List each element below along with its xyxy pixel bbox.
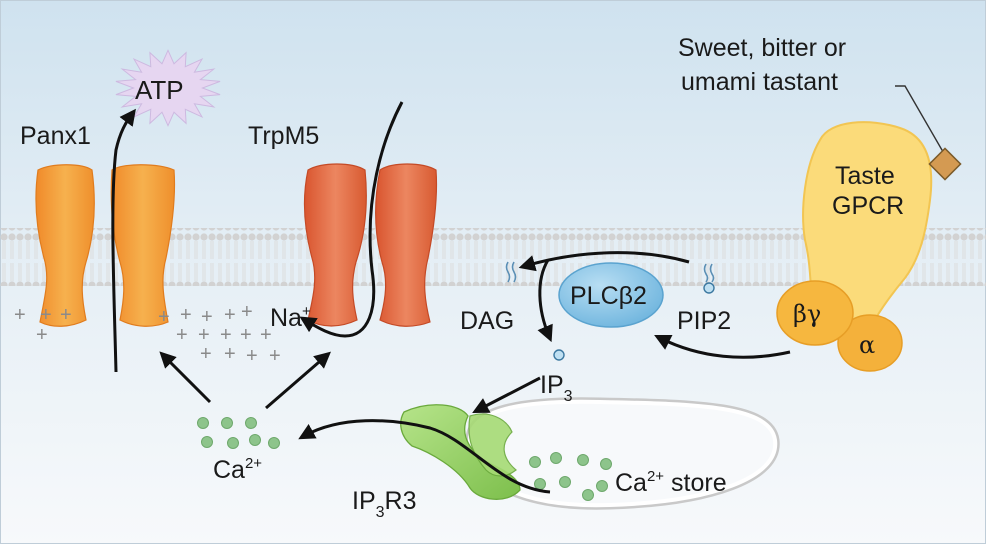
plus-sign: + (269, 345, 281, 367)
stored-calcium-ion (534, 478, 546, 490)
stored-calcium-ion (600, 458, 612, 470)
cytosolic-calcium-dots (197, 417, 280, 449)
alpha-label: α (859, 331, 875, 359)
panx1-label: Panx1 (20, 122, 91, 150)
plus-sign: + (224, 304, 236, 326)
na-label: Na+ (270, 303, 311, 332)
stored-calcium-ion (559, 476, 571, 488)
dag-lipid-icon (505, 261, 517, 283)
trpm5-channel: TrpM5 (248, 122, 438, 327)
ca-to-panx1-arrow (159, 351, 212, 404)
gpcr-label: GPCR (832, 192, 904, 220)
plus-sign: + (60, 304, 72, 326)
ip3r3-label: IP3R3 (352, 487, 417, 521)
plus-sign: + (36, 324, 48, 346)
plus-sign: + (240, 324, 252, 346)
plus-sign: + (40, 304, 52, 326)
signaling-arrows (111, 101, 791, 494)
alpha-subunit (837, 314, 903, 372)
atp-release-arrow (111, 108, 136, 373)
pip2-lipid-icon (703, 263, 715, 294)
calcium-ion (268, 437, 280, 449)
calcium-ion (221, 417, 233, 429)
calcium-ion (227, 437, 239, 449)
ca-store-label: Ca2+ store (615, 468, 727, 497)
plus-sign: + (241, 301, 253, 323)
ip3-to-ip3r3-arrow (472, 376, 541, 414)
plus-sign: + (176, 324, 188, 346)
atp-burst: ATP (115, 49, 221, 127)
g-protein: βγ α (776, 280, 903, 372)
atp-label: ATP (135, 75, 184, 105)
taste-gpcr: Taste GPCR (802, 121, 933, 329)
stored-calcium-ion (550, 452, 562, 464)
plcb2-to-ip3-arrow (537, 259, 553, 343)
ca-release-arrow (298, 419, 551, 494)
tastant-label-line1: Sweet, bitter or (678, 34, 846, 62)
tastant-molecule-icon (928, 147, 962, 181)
g-protein-to-plcb2-arrow (654, 335, 791, 359)
calcium-ion (245, 417, 257, 429)
plus-sign: + (260, 324, 272, 346)
calcium-ion (197, 417, 209, 429)
plus-sign: + (200, 343, 212, 365)
plus-sign: + (201, 306, 213, 328)
plus-sign: + (246, 345, 258, 367)
plcb2-enzyme (558, 262, 664, 328)
beta-gamma-subunit (776, 280, 854, 346)
pip2-to-dag-arrow (518, 251, 690, 272)
ip3-molecule-icon (553, 349, 565, 361)
plus-sign: + (220, 324, 232, 346)
plus-sign: + (180, 304, 192, 326)
beta-gamma-label: βγ (793, 300, 821, 328)
ca-to-trpm5-arrow (265, 351, 331, 410)
calcium-ion (249, 434, 261, 446)
dag-label: DAG (460, 307, 514, 335)
trpm5-label: TrpM5 (248, 122, 319, 150)
panx1-channel: Panx1 (20, 122, 176, 327)
pip2-label: PIP2 (677, 307, 731, 335)
plus-sign: + (14, 304, 26, 326)
plcb2-label: PLCβ2 (570, 282, 647, 310)
stored-calcium-ion (582, 489, 594, 501)
stored-calcium-ion (596, 480, 608, 492)
tastant-label-line2: umami tastant (681, 68, 838, 96)
stored-calcium-ion (529, 456, 541, 468)
calcium-store-organelle (465, 397, 780, 510)
ca-label: Ca2+ (213, 455, 262, 484)
plus-sign: + (198, 324, 210, 346)
taste-label: Taste (835, 162, 895, 190)
tastant-pointer-line (895, 85, 947, 158)
cation-plus-signs: ++++++++++++++++++ (14, 301, 281, 367)
ip3-label: IP3 (540, 371, 573, 405)
calcium-ion (201, 436, 213, 448)
store-calcium-dots (529, 452, 612, 501)
stored-calcium-ion (577, 454, 589, 466)
na-influx-arrow (299, 101, 404, 338)
plus-sign: + (158, 306, 170, 328)
plus-sign: + (224, 343, 236, 365)
